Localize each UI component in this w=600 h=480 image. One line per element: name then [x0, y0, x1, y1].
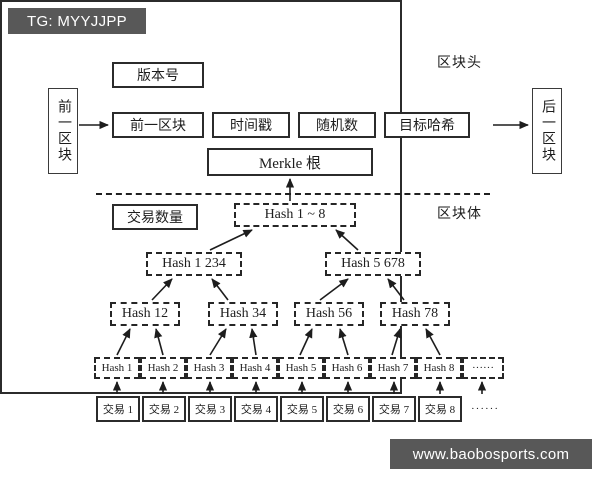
- merkle-leaf-overflow: ······: [462, 357, 504, 379]
- transaction-8: 交易 8: [418, 396, 462, 422]
- header-body-divider: [96, 193, 490, 195]
- merkle-node-root: Hash 1 ~ 8: [234, 203, 356, 227]
- previous-block-node: 前一区块: [48, 88, 78, 174]
- next-block-node: 后一区块: [532, 88, 562, 174]
- merkle-node-78: Hash 78: [380, 302, 450, 326]
- transaction-overflow: ······: [471, 403, 499, 415]
- block-body-label: 区块体: [437, 207, 482, 222]
- merkle-leaf-1: Hash 1: [94, 357, 140, 379]
- transaction-2: 交易 2: [142, 396, 186, 422]
- field-transaction-count: 交易数量: [112, 204, 198, 230]
- field-target-hash: 目标哈希: [384, 112, 470, 138]
- merkle-leaf-7: Hash 7: [370, 357, 416, 379]
- watermark-tag: TG: MYYJJPP: [8, 8, 146, 34]
- merkle-leaf-2: Hash 2: [140, 357, 186, 379]
- merkle-node-12: Hash 12: [110, 302, 180, 326]
- transaction-5: 交易 5: [280, 396, 324, 422]
- transaction-3: 交易 3: [188, 396, 232, 422]
- merkle-node-5678: Hash 5 678: [325, 252, 421, 276]
- transaction-7: 交易 7: [372, 396, 416, 422]
- merkle-node-1234: Hash 1 234: [146, 252, 242, 276]
- merkle-node-56: Hash 56: [294, 302, 364, 326]
- previous-block-label: 前一区块: [56, 99, 71, 163]
- watermark-url: www.baobosports.com: [390, 439, 592, 469]
- field-merkle-root: Merkle 根: [207, 148, 373, 176]
- field-previous-block-hash: 前一区块: [112, 112, 204, 138]
- merkle-leaf-6: Hash 6: [324, 357, 370, 379]
- field-timestamp: 时间戳: [212, 112, 290, 138]
- next-block-label: 后一区块: [540, 99, 555, 163]
- merkle-leaf-4: Hash 4: [232, 357, 278, 379]
- merkle-leaf-8: Hash 8: [416, 357, 462, 379]
- field-version: 版本号: [112, 62, 204, 88]
- merkle-node-34: Hash 34: [208, 302, 278, 326]
- transaction-6: 交易 6: [326, 396, 370, 422]
- merkle-leaf-3: Hash 3: [186, 357, 232, 379]
- block-header-label: 区块头: [437, 56, 482, 71]
- block-container: [0, 0, 402, 394]
- transaction-1: 交易 1: [96, 396, 140, 422]
- merkle-leaf-5: Hash 5: [278, 357, 324, 379]
- field-nonce: 随机数: [298, 112, 376, 138]
- transaction-4: 交易 4: [234, 396, 278, 422]
